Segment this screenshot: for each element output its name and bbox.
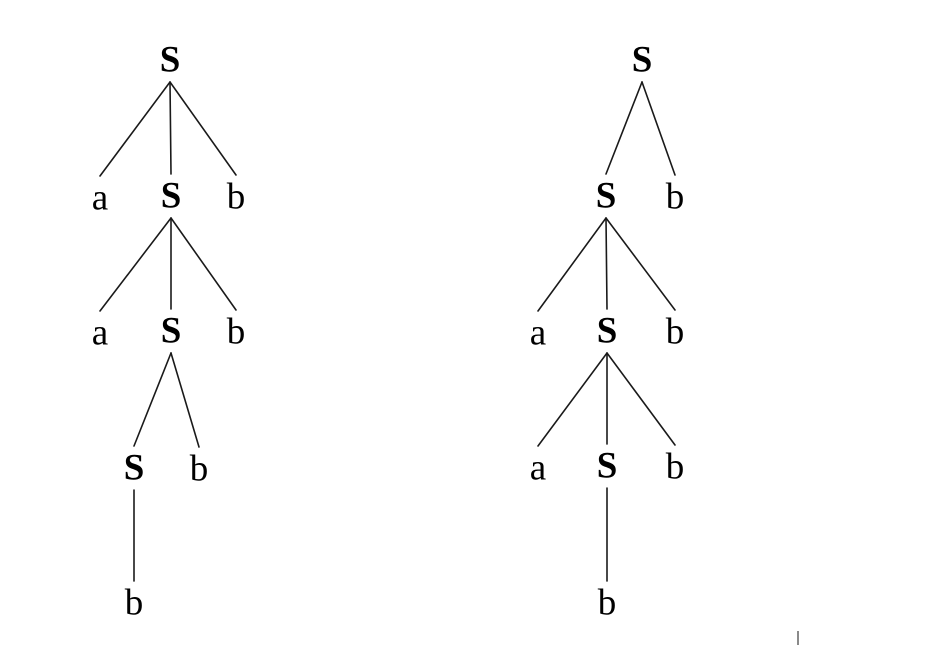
tree-edge [170, 352, 200, 448]
tree-node-terminal-a: a [91, 177, 109, 219]
tree-node-terminal-b: b [124, 582, 144, 624]
tree-node-terminal-b: b [189, 448, 209, 490]
tree-node-terminal-b: b [226, 311, 246, 353]
tree-edge [170, 217, 237, 311]
tree-node-nonterminal-s: S [160, 175, 182, 217]
tree-node-nonterminal-s: S [160, 310, 182, 352]
tree-edge [641, 81, 676, 176]
tree-node-nonterminal-s: S [159, 39, 181, 81]
tree-edge [99, 217, 172, 312]
tree-edge [99, 81, 171, 177]
tree-node-terminal-b: b [665, 446, 685, 488]
tree-edge [537, 352, 608, 447]
tree-edge [605, 217, 676, 311]
tree-node-nonterminal-s: S [595, 175, 617, 217]
tree-node-terminal-b: b [226, 176, 246, 218]
tree-edge [605, 217, 608, 310]
tree-node-nonterminal-s: S [596, 310, 618, 352]
stray-tick-mark [797, 631, 799, 645]
tree-node-terminal-a: a [529, 312, 547, 354]
tree-edge [537, 217, 607, 312]
tree-edge [133, 352, 172, 447]
tree-node-nonterminal-s: S [596, 445, 618, 487]
tree-node-terminal-b: b [665, 176, 685, 218]
tree-edge [169, 81, 172, 175]
tree-node-terminal-a: a [91, 312, 109, 354]
tree-edge [606, 352, 676, 446]
tree-node-terminal-a: a [529, 447, 547, 489]
tree-node-nonterminal-s: S [123, 447, 145, 489]
tree-node-terminal-b: b [665, 311, 685, 353]
tree-node-nonterminal-s: S [631, 39, 653, 81]
tree-edge [169, 81, 237, 176]
tree-node-terminal-b: b [597, 582, 617, 624]
tree-edge [605, 81, 643, 175]
